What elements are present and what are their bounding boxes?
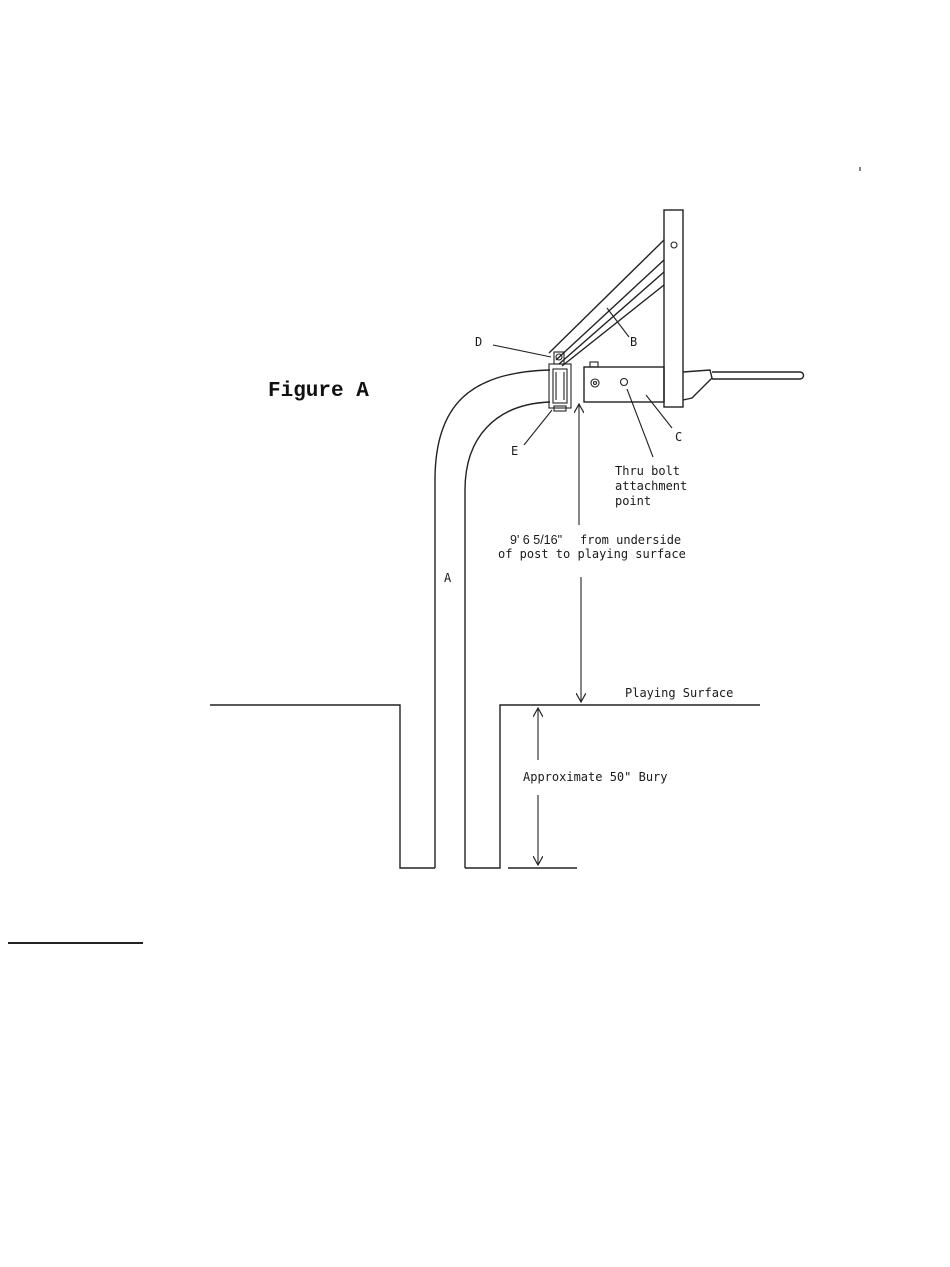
post-inner-edge (465, 402, 550, 868)
height-dimension-rest: from underside (580, 533, 681, 547)
playing-surface-label: Playing Surface (625, 686, 733, 700)
post-outer-edge (435, 370, 550, 868)
label-a: A (444, 571, 452, 585)
ground-line-left (210, 705, 435, 868)
bury-depth-label: Approximate 50" Bury (523, 770, 668, 784)
thru-bolt-line3: point (615, 494, 651, 508)
rim-and-bracket (683, 370, 804, 400)
height-dimension-value: 9' 6 5/16" (510, 533, 562, 547)
leader-e (524, 410, 552, 445)
label-d: D (475, 335, 482, 349)
extension-arm (584, 362, 664, 402)
label-c: C (675, 430, 682, 444)
label-b: B (630, 335, 637, 349)
ground-line-right (465, 705, 760, 868)
thru-bolt-line2: attachment (615, 479, 687, 493)
backboard (664, 210, 683, 407)
label-e: E (511, 444, 518, 458)
figure-title: Figure A (268, 380, 369, 403)
leader-c (646, 395, 672, 428)
support-brace (549, 240, 664, 366)
height-dimension-line2: of post to playing surface (498, 547, 686, 561)
leader-d (493, 345, 551, 357)
thru-bolt-line1: Thru bolt (615, 464, 680, 478)
